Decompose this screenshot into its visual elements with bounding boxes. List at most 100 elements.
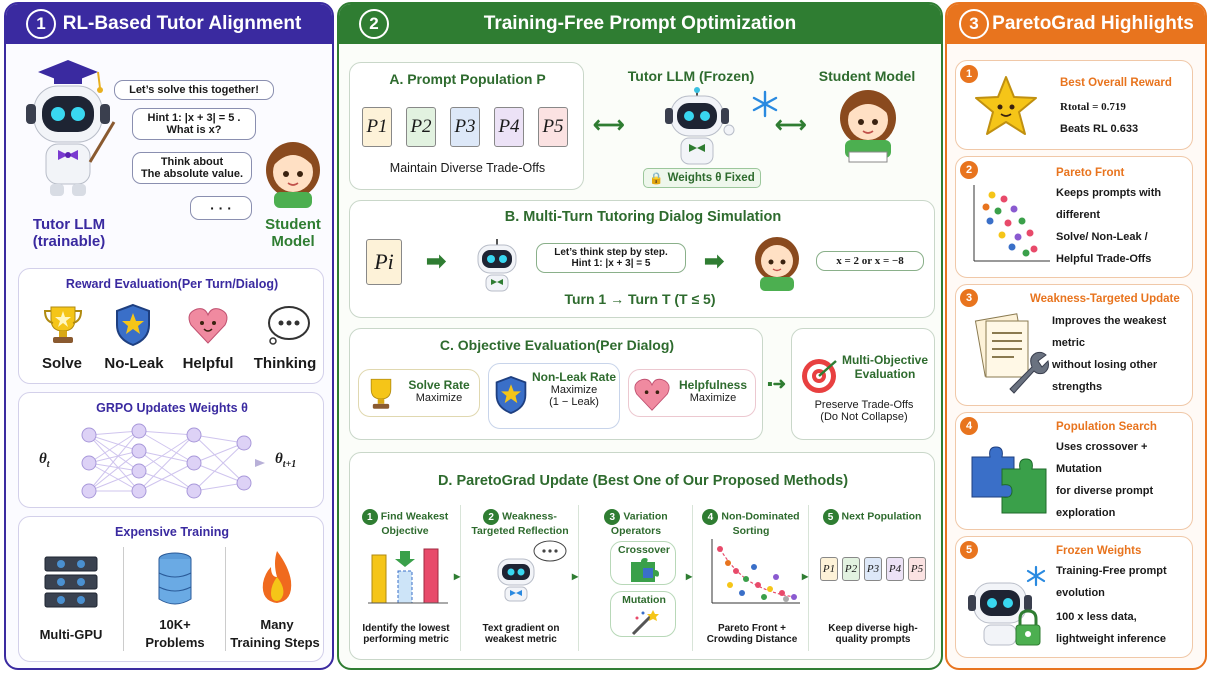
panel1-title: RL-Based Tutor Alignment <box>62 13 302 34</box>
crossover-label: Crossover <box>618 544 670 556</box>
helpfulness-heart-icon <box>634 378 670 411</box>
highlight-2-line-3: Solve/ Non-Leak / <box>1056 231 1148 243</box>
step-1-num: 1 <box>361 509 378 525</box>
highlight-frozen-weights: 5 Frozen Weights Training-Free prompt ev… <box>955 536 1193 658</box>
magic-wand-icon <box>631 610 659 636</box>
pareto-scatter-icon <box>711 539 800 604</box>
tutor-bubble-3-line1: Think about <box>160 156 224 168</box>
d-divider-2 <box>578 505 579 651</box>
highlight-4-title: Population Search <box>1056 421 1157 433</box>
multi-objective-line1: Multi-Objective <box>841 353 928 367</box>
d-divider-3 <box>692 505 693 651</box>
step-5-title-text: Next Population <box>841 510 922 523</box>
expensive-training-title: Expensive Training <box>115 525 229 539</box>
d-arrow-4: ▸ <box>802 569 809 583</box>
tutor-llm-label: Tutor LLM (trainable) <box>14 216 124 250</box>
dialog-tutor-bubble: Let’s think step by step. Hint 1: |x + 3… <box>536 243 686 273</box>
d-arrow-1: ▸ <box>454 569 461 583</box>
prompt-population-box: A. Prompt Population P P1 P2 P3 P4 P5 Ma… <box>349 62 584 190</box>
tutor-bubble-1: Let’s solve this together! <box>114 80 274 100</box>
step-2-num: 2 <box>483 509 500 525</box>
target-icon <box>802 359 837 393</box>
arrow-prompt-robot: ➡ <box>426 248 447 275</box>
tutor-robot-icon <box>26 60 116 196</box>
trophy-icon <box>43 306 83 343</box>
objective-evaluation-title: C. Objective Evaluation(Per Dialog) <box>439 337 675 353</box>
cost-training-steps: Training Steps <box>230 635 320 650</box>
prompt-card-i: Pi <box>366 239 402 285</box>
solve-rate-name: Solve Rate <box>408 378 470 392</box>
expensive-training-box: Expensive Training Multi-GPU <box>18 516 324 662</box>
helpfulness-card: Helpfulness Maximize <box>628 369 756 417</box>
frozen-tutor-label: Tutor LLM (Frozen) <box>627 68 755 84</box>
star-icon <box>975 76 1037 135</box>
d-divider-1 <box>460 505 461 651</box>
prompt-card-5: P5 <box>538 107 568 147</box>
theta-t-label: θt <box>39 451 50 470</box>
tutor-bubble-3-line2: The absolute value. <box>140 168 244 180</box>
panel-training-free-prompt-optimization: 2 Training-Free Prompt Optimization A. P… <box>337 2 943 670</box>
highlight-2-num: 2 <box>960 161 978 179</box>
highlight-3-line-2: metric <box>1052 337 1086 349</box>
arrow-population-tutor: ⟷ <box>593 112 625 137</box>
mutation-card: Mutation <box>610 591 676 637</box>
neural-network-icon <box>81 423 265 499</box>
crossover-card: Crossover <box>610 541 676 585</box>
highlight-1-line-2: Beats RL 0.633 <box>1060 123 1139 135</box>
highlight-3-line-4: strengths <box>1052 381 1103 393</box>
highlight-4-line-4: exploration <box>1056 507 1116 519</box>
arrow-robot-student: ➡ <box>704 248 725 275</box>
prompt-population-caption: Maintain Diverse Trade-Offs <box>389 161 546 175</box>
dialog-simulation-box: B. Multi-Turn Tutoring Dialog Simulation… <box>349 200 935 318</box>
highlight-5-line-1: Training-Free prompt <box>1056 565 1167 577</box>
divider-1 <box>123 547 124 651</box>
highlight-2-title: Pareto Front <box>1056 167 1125 179</box>
cost-many: Many <box>260 617 294 632</box>
step-4-num: 4 <box>702 509 719 525</box>
student-model-label: Student Model <box>256 216 330 250</box>
paretograd-update-title: D. ParetoGrad Update (Best One of Our Pr… <box>437 473 849 489</box>
highlight-1-num: 1 <box>960 65 978 83</box>
highlight-4-num: 4 <box>960 417 978 435</box>
step-4-title-text: Non-Dominated Sorting <box>721 510 800 538</box>
d-arrow-2: ▸ <box>572 569 579 583</box>
highlight-3-line-3: without losing other <box>1052 359 1158 371</box>
multi-objective-title: Multi-Objective Evaluation <box>836 353 934 381</box>
grpo-box: GRPO Updates Weights θ θt θt+1 <box>18 392 324 508</box>
tutor-bubble-2-line1: Hint 1: |x + 3| = 5 . <box>147 112 241 124</box>
highlight-best-reward: 1 Best Overall Reward Rtotal = 0.719 Bea… <box>955 60 1193 150</box>
document-wrench-icon <box>974 313 1049 394</box>
highlight-5-title: Frozen Weights <box>1056 545 1142 557</box>
highlight-pareto-front: 2 Pareto Front Keeps prompts with differ… <box>955 156 1193 278</box>
grpo-title: GRPO Updates Weights θ <box>96 401 248 415</box>
reward-evaluation-box: Reward Evaluation(Per Turn/Dialog) So <box>18 268 324 384</box>
step-5-caption: Keep diverse high-quality prompts <box>828 623 918 645</box>
multi-objective-line2: Evaluation <box>854 367 916 381</box>
puzzle-small-icon <box>631 558 659 582</box>
weakest-bar-chart-icon <box>368 548 448 604</box>
step-2-caption: Text gradient on weakest metric <box>482 623 560 645</box>
highlight-3-num: 3 <box>960 289 978 307</box>
dialog-bubble-line2: Hint 1: |x + 3| = 5 <box>571 258 651 269</box>
prompt-card-1: P1 <box>362 107 392 147</box>
database-icon <box>158 552 192 605</box>
panel2-title: Training-Free Prompt Optimization <box>483 13 797 34</box>
divider-2 <box>225 547 226 651</box>
panel-rl-tutor-alignment: 1 RL-Based Tutor Alignment Let’s solve t… <box>4 2 334 670</box>
reward-solve-label: Solve <box>41 355 83 372</box>
cost-10k: 10K+ <box>159 617 191 632</box>
weights-fixed-badge: 🔒 Weights θ Fixed <box>643 168 761 188</box>
solve-trophy-icon <box>370 378 392 409</box>
highlight-population-search: 4 Population Search Uses crossover + Mut… <box>955 412 1193 530</box>
highlight-5-num: 5 <box>960 541 978 559</box>
reward-evaluation-title: Reward Evaluation(Per Turn/Dialog) <box>65 277 279 291</box>
dialog-student-icon <box>755 237 799 291</box>
nonleak-rate-name: Non-Leak Rate <box>531 370 617 384</box>
next-prompt-1: P1 <box>820 557 838 581</box>
highlight-1-title: Best Overall Reward <box>1060 77 1172 89</box>
highlight-5-line-2: evolution <box>1056 587 1105 599</box>
d-arrow-3: ▸ <box>686 569 693 583</box>
nonleak-rate-sub: Maximize <box>550 384 598 396</box>
